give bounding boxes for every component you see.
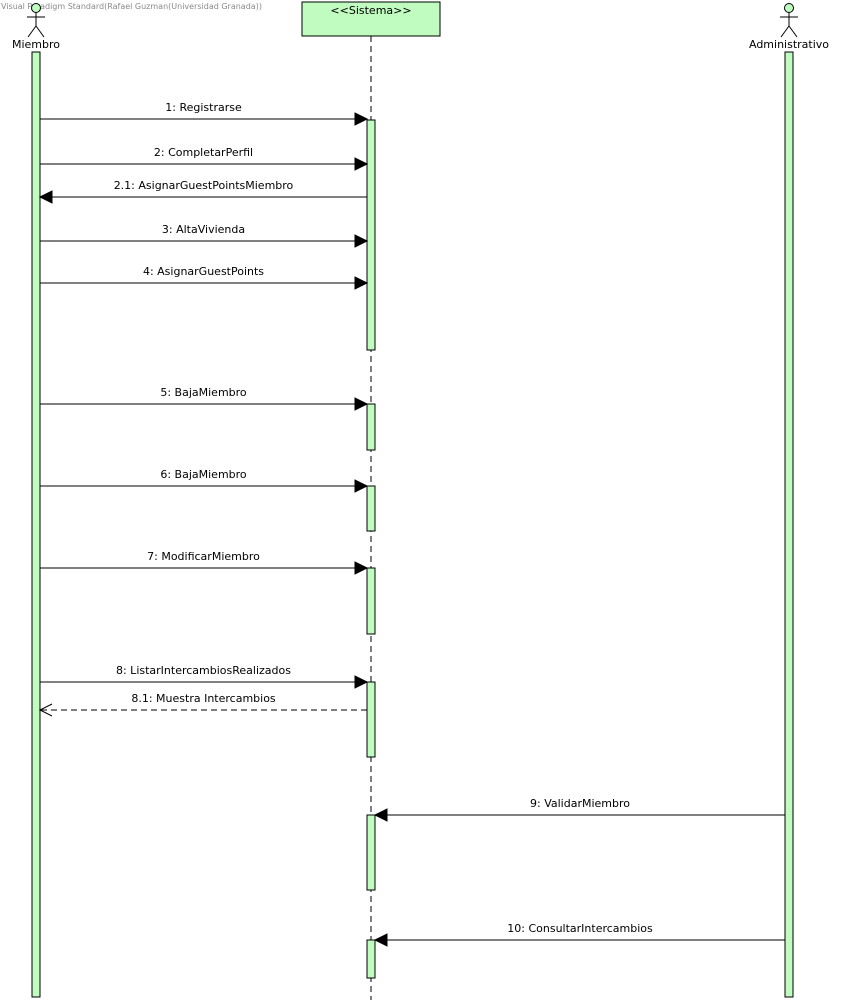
- filled-arrowhead-icon: [354, 276, 369, 290]
- watermark-text: Visual Paradigm Standard(Rafael Guzman(U…: [1, 2, 262, 11]
- object-sistema-label: <<Sistema>>: [330, 4, 411, 17]
- filled-arrowhead-icon: [354, 561, 369, 575]
- message-label: 3: AltaVivienda: [162, 223, 245, 236]
- message-label: 8: ListarIntercambiosRealizados: [116, 664, 291, 677]
- filled-arrowhead-icon: [354, 157, 369, 171]
- open-arrowhead-icon: [38, 703, 53, 717]
- activation-bar-sistema: [366, 567, 376, 635]
- message-label: 1: Registrarse: [165, 101, 242, 114]
- message-arrow[interactable]: 7: ModificarMiembro: [40, 550, 369, 575]
- activation-bar-sistema: [366, 403, 376, 451]
- actor-miembro-label: Miembro: [12, 38, 60, 51]
- stick-figure-icon: [780, 3, 798, 38]
- activation-bar-sistema: [366, 681, 376, 758]
- message-label: 6: BajaMiembro: [160, 468, 247, 481]
- filled-arrowhead-icon: [38, 190, 53, 204]
- message-arrow[interactable]: 2.1: AsignarGuestPointsMiembro: [38, 179, 367, 204]
- message-label: 4: AsignarGuestPoints: [143, 265, 264, 278]
- actor-miembro[interactable]: Miembro: [12, 3, 60, 52]
- message-label: 8.1: Muestra Intercambios: [131, 692, 276, 705]
- message-arrow[interactable]: 3: AltaVivienda: [40, 223, 369, 248]
- activation-bar-sistema: [366, 814, 376, 891]
- message-label: 9: ValidarMiembro: [530, 797, 630, 810]
- messages: 1: Registrarse 2: CompletarPerfil 2.1: Asi…: [38, 101, 785, 947]
- activation-bar-administrativo: [784, 51, 794, 998]
- message-label: 2.1: AsignarGuestPointsMiembro: [114, 179, 294, 192]
- filled-arrowhead-icon: [354, 479, 369, 493]
- message-arrow[interactable]: 2: CompletarPerfil: [40, 146, 369, 171]
- message-arrow[interactable]: 9: ValidarMiembro: [373, 797, 785, 822]
- filled-arrowhead-icon: [354, 397, 369, 411]
- stick-figure-icon: [27, 3, 45, 38]
- message-label: 2: CompletarPerfil: [154, 146, 253, 159]
- message-arrow[interactable]: 8.1: Muestra Intercambios: [38, 692, 367, 717]
- filled-arrowhead-icon: [354, 675, 369, 689]
- activation-bar-sistema: [366, 485, 376, 532]
- activation-bar-sistema: [366, 939, 376, 979]
- message-arrow[interactable]: 1: Registrarse: [40, 101, 369, 126]
- actor-administrativo-label: Administrativo: [749, 38, 829, 51]
- message-arrow[interactable]: 4: AsignarGuestPoints: [40, 265, 369, 290]
- message-label: 10: ConsultarIntercambios: [507, 922, 653, 935]
- filled-arrowhead-icon: [373, 808, 388, 822]
- filled-arrowhead-icon: [354, 234, 369, 248]
- message-arrow[interactable]: 6: BajaMiembro: [40, 468, 369, 493]
- message-arrow[interactable]: 8: ListarIntercambiosRealizados: [40, 664, 369, 689]
- activation-bar-miembro: [31, 51, 41, 998]
- message-label: 5: BajaMiembro: [160, 386, 247, 399]
- filled-arrowhead-icon: [373, 933, 388, 947]
- message-label: 7: ModificarMiembro: [147, 550, 260, 563]
- message-arrow[interactable]: 10: ConsultarIntercambios: [373, 922, 785, 947]
- message-arrow[interactable]: 5: BajaMiembro: [40, 386, 369, 411]
- object-sistema[interactable]: <<Sistema>>: [301, 1, 441, 37]
- actor-administrativo[interactable]: Administrativo: [749, 3, 829, 52]
- activation-bar-sistema: [366, 119, 376, 351]
- filled-arrowhead-icon: [354, 112, 369, 126]
